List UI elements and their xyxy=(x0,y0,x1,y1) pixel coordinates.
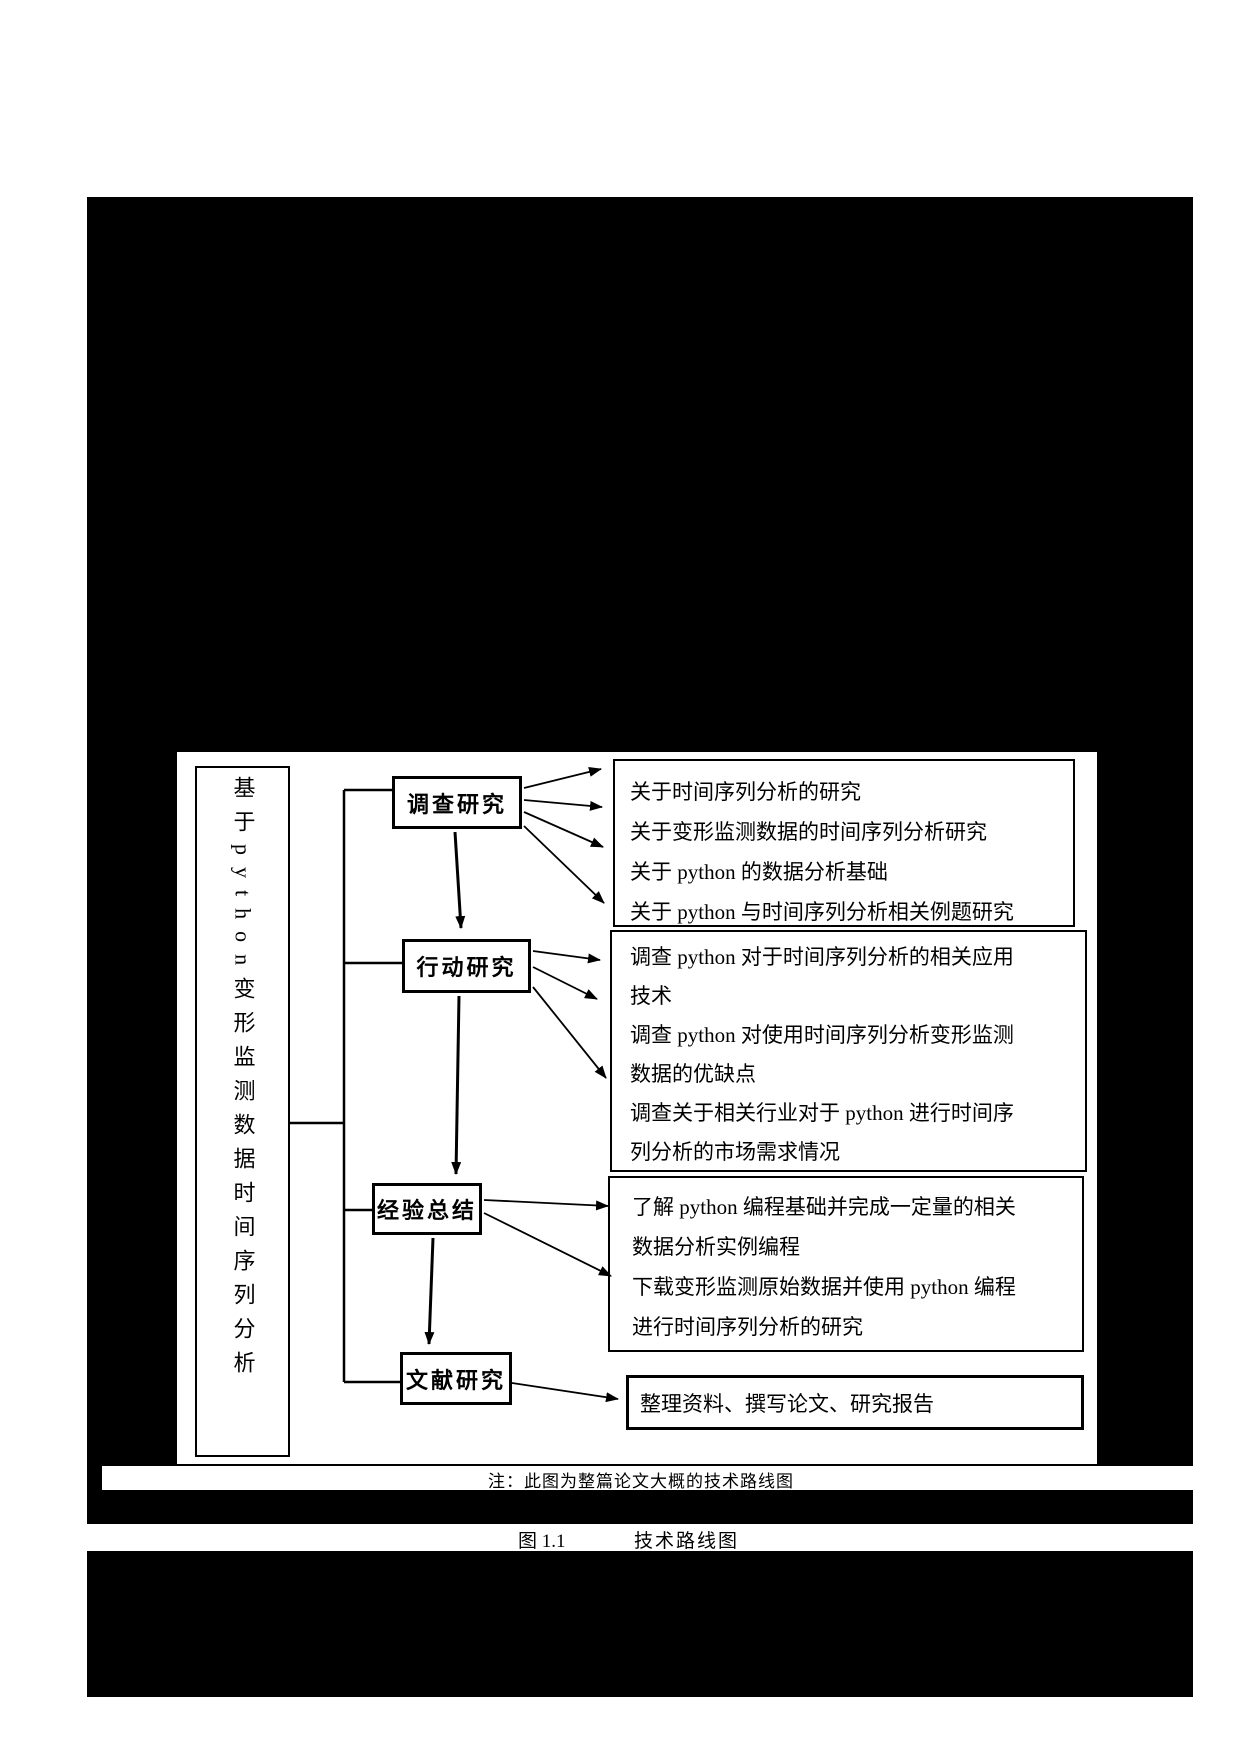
stage-box-investigation-research: 调查研究 xyxy=(392,776,522,829)
note-band: 注：此图为整篇论文大概的技术路线图 xyxy=(102,1466,1193,1491)
main-topic-box: 基于python变形监测数据时间序列分析 xyxy=(195,766,290,1457)
figure-caption-band: 图 1.1 技术路线图 xyxy=(87,1524,1240,1552)
figure-number-label: 图 1.1 xyxy=(518,1531,566,1552)
main-topic-vertical-text: 基于python变形监测数据时间序列分析 xyxy=(230,776,256,1386)
output-box-final-report: 整理资料、撰写论文、研究报告 xyxy=(626,1375,1084,1430)
output-box-action-topics: 调查 python 对于时间序列分析的相关应用 技术 调查 python 对使用… xyxy=(610,930,1087,1172)
stage-box-experience-summary: 经验总结 xyxy=(372,1183,482,1235)
note-text: 注：此图为整篇论文大概的技术路线图 xyxy=(488,1472,794,1491)
figure-title: 技术路线图 xyxy=(634,1531,740,1552)
output-box-experience-topics: 了解 python 编程基础并完成一定量的相关 数据分析实例编程 下载变形监测原… xyxy=(608,1176,1084,1352)
stage-box-literature-research: 文献研究 xyxy=(400,1352,512,1405)
stage-box-action-research: 行动研究 xyxy=(402,939,531,993)
output-box-investigation-topics: 关于时间序列分析的研究 关于变形监测数据的时间序列分析研究 关于 python … xyxy=(613,759,1075,927)
